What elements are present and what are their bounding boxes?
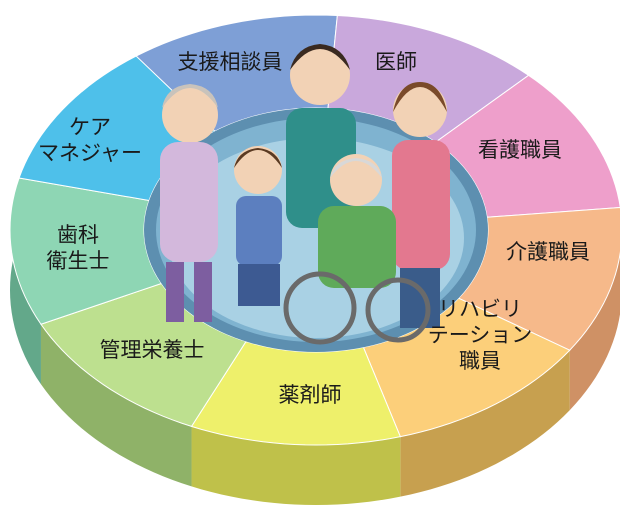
segment-label-caremanager: ケアマネジャー: [38, 115, 142, 165]
boy-figure: [234, 146, 282, 306]
segment-label-shien: 支援相談員: [178, 50, 283, 74]
ring-side-rehab: [400, 350, 570, 497]
segment-label-rehab: リハビリテーション職員: [428, 297, 533, 373]
center-illustration: [144, 44, 488, 352]
segment-label-yakuzai: 薬剤師: [279, 383, 342, 407]
segment-label-kango: 看護職員: [478, 138, 562, 162]
ring-side-kanri: [40, 324, 192, 487]
ring-side-kaigo: [569, 254, 620, 411]
mother-figure: [392, 82, 450, 328]
grandfather-in-wheelchair-figure: [283, 154, 431, 345]
segment-label-kaigo: 介護職員: [506, 240, 590, 264]
segment-label-ishi: 医師: [375, 50, 417, 74]
segment-label-kanri: 管理栄養士: [100, 338, 205, 362]
segment-label-shika: 歯科衛生士: [47, 223, 110, 273]
ring-side-yakuzai: [191, 426, 401, 505]
grandmother-figure: [160, 84, 218, 322]
